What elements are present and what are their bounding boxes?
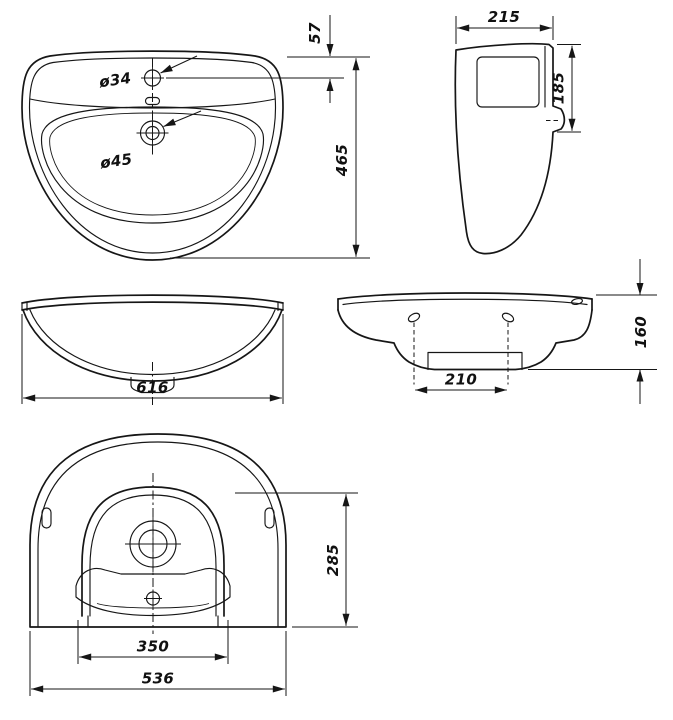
- mounting-slot-right: [264, 507, 275, 529]
- back-corner-hole: [571, 297, 583, 306]
- dim-label-57: 57: [306, 22, 324, 44]
- dim-label-185: 185: [550, 72, 568, 105]
- back-side-edges: [337, 298, 593, 311]
- basin-inner-rim: [28, 57, 277, 254]
- dim-label-215: 215: [488, 8, 521, 26]
- bottom-edge-ticks: [87, 615, 219, 628]
- side-overflow-box: [476, 56, 540, 108]
- bottom-outer-outline: [29, 433, 287, 628]
- dim-label-drain-diameter: ø45: [98, 150, 134, 172]
- extension-lines-top-view: [166, 56, 370, 259]
- extension-lines-back-view: [528, 294, 657, 370]
- mounting-slot-left: [41, 507, 52, 529]
- extension-lines-front-view: [21, 314, 284, 404]
- trap-housing-outline: [75, 567, 231, 617]
- dim-label-350: 350: [137, 638, 170, 656]
- back-bottom-profile: [337, 309, 593, 371]
- back-top-inner-line: [342, 298, 588, 306]
- front-rim-bottom: [21, 301, 284, 311]
- extension-lines-bottom-view: [29, 492, 358, 696]
- drain-leader-arrow: [163, 110, 202, 127]
- mounting-bolt-hole-right: [501, 312, 515, 323]
- back-top-edge: [337, 292, 593, 300]
- faucet-leader-arrow: [160, 55, 198, 74]
- front-rim-end-caps: [21, 301, 284, 312]
- front-rim-top: [21, 294, 284, 304]
- basin-outer-rim: [21, 50, 284, 261]
- dim-label-285: 285: [324, 544, 342, 577]
- bowl-inner-line: [49, 112, 256, 216]
- side-profile-outline: [454, 42, 566, 255]
- bottom-view: 285 350 536: [29, 433, 358, 696]
- bolt-hole-dashed-lines: [413, 322, 509, 385]
- dim-label-210: 210: [445, 371, 478, 389]
- back-view: 210 160: [337, 259, 657, 404]
- tap-deck-edge: [29, 98, 276, 109]
- dim-label-faucet-diameter: ø34: [97, 69, 133, 91]
- top-view: ø34 ø45 57 465: [21, 15, 370, 261]
- back-shroud-lines: [427, 351, 523, 371]
- dim-label-465: 465: [333, 144, 351, 178]
- dim-label-536: 536: [142, 670, 175, 688]
- mounting-bolt-hole-left: [407, 312, 421, 323]
- front-view: 616: [21, 294, 284, 405]
- bowl-outline: [40, 106, 265, 224]
- dim-label-616: 616: [136, 379, 169, 397]
- bottom-inner-outline: [37, 441, 279, 628]
- side-view: 215 185: [454, 8, 581, 255]
- dim-label-160: 160: [632, 316, 650, 349]
- extension-lines-side-view: [455, 16, 581, 133]
